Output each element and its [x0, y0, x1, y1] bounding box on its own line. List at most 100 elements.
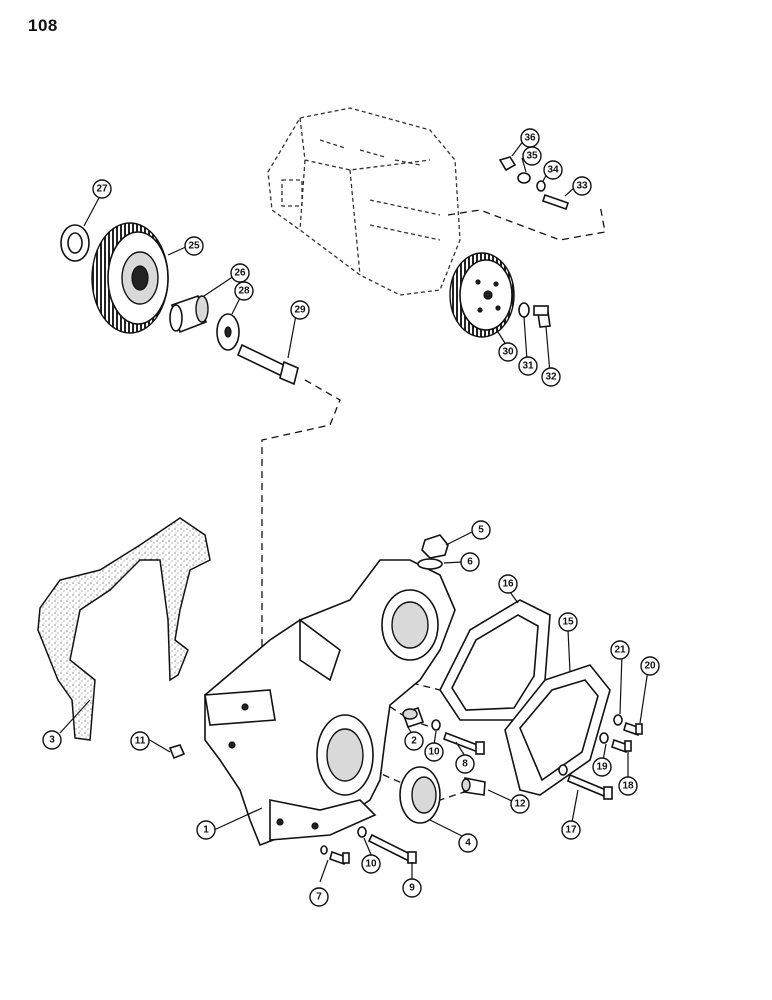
callout-1: 1	[196, 820, 216, 840]
part-18-bolt	[611, 738, 632, 754]
callout-36-label: 36	[524, 133, 536, 144]
callout-17-label: 17	[565, 825, 577, 836]
part-30-pump-gear	[449, 252, 515, 338]
callout-25: 25	[184, 236, 204, 256]
part-4-oil-seal	[399, 766, 441, 824]
callout-1-label: 1	[203, 825, 209, 836]
part-32-bolt	[533, 305, 551, 328]
callout-33: 33	[572, 176, 592, 196]
part-33-stud	[541, 193, 570, 211]
callout-3: 3	[42, 730, 62, 750]
callout-25-label: 25	[188, 241, 200, 252]
callout-4-label: 4	[465, 838, 471, 849]
callout-26-label: 26	[234, 268, 246, 279]
callout-17: 17	[561, 820, 581, 840]
callout-11-label: 11	[135, 736, 146, 747]
callout-20-label: 20	[644, 661, 656, 672]
part-8-bolt	[442, 731, 485, 755]
part-15-cover-plate	[504, 664, 611, 796]
callout-27: 27	[92, 179, 112, 199]
callout-10-upper: 10	[424, 742, 444, 762]
callout-19: 19	[592, 757, 612, 777]
callout-12: 12	[510, 794, 530, 814]
part-1-timing-gear-housing	[204, 559, 456, 847]
part-2-dowel	[401, 706, 425, 729]
callout-8-label: 8	[462, 759, 468, 770]
part-31-washer	[518, 302, 530, 318]
part-7-bolt	[320, 845, 350, 866]
callout-28-label: 28	[238, 286, 250, 297]
callout-21-label: 21	[614, 645, 626, 656]
callout-6: 6	[460, 552, 480, 572]
callout-10-lower: 10	[361, 854, 381, 874]
callout-2-label: 2	[411, 736, 417, 747]
callout-7-label: 7	[316, 892, 322, 903]
part-29-shaft-bolt	[236, 343, 299, 386]
part-17-bolt	[567, 773, 613, 800]
callout-30: 30	[498, 342, 518, 362]
part-19-washer	[558, 764, 568, 776]
callout-21: 21	[610, 640, 630, 660]
pump-to-stud-dashed-line	[447, 204, 606, 241]
part-5-cap	[421, 534, 449, 559]
callout-29: 29	[290, 300, 310, 320]
part-28-thrust-washer	[216, 313, 240, 351]
page-number: 108	[28, 16, 58, 35]
part-11-nut	[168, 744, 186, 760]
part-34-washer	[536, 180, 546, 192]
callout-27-label: 27	[96, 184, 108, 195]
callout-36: 36	[520, 128, 540, 148]
part-36-nut	[498, 156, 517, 172]
callout-18-label: 18	[622, 781, 634, 792]
part-6-gasket	[417, 558, 443, 570]
callout-12-label: 12	[514, 799, 526, 810]
part-19-washer-upper	[599, 732, 609, 744]
part-3-timing-cover-gasket	[37, 517, 211, 741]
callout-31-label: 31	[522, 361, 534, 372]
part-16-cover-gasket	[439, 599, 551, 721]
callout-29-label: 29	[294, 305, 306, 316]
callout-31: 31	[518, 356, 538, 376]
part-10-washer-lower	[357, 826, 367, 838]
callout-34-label: 34	[547, 165, 559, 176]
callout-15: 15	[558, 612, 578, 632]
callout-28: 28	[234, 281, 254, 301]
part-25-idler-gear	[91, 222, 169, 334]
part-26-bushing	[169, 294, 209, 334]
callout-18: 18	[618, 776, 638, 796]
callout-35: 35	[522, 146, 542, 166]
part-20-bolt	[623, 721, 643, 737]
callout-7: 7	[309, 887, 329, 907]
callout-8: 8	[455, 754, 475, 774]
callout-19-label: 19	[596, 762, 608, 773]
callout-34: 34	[543, 160, 563, 180]
part-21-washer	[613, 714, 623, 726]
callout-16: 16	[498, 574, 518, 594]
callout-26: 26	[230, 263, 250, 283]
callout-10-upper-label: 10	[428, 747, 440, 758]
callout-9-label: 9	[409, 883, 415, 894]
callout-4: 4	[458, 833, 478, 853]
callout-6-label: 6	[467, 557, 473, 568]
callout-15-label: 15	[562, 617, 574, 628]
callout-11: 11	[130, 731, 150, 751]
callout-32: 32	[541, 367, 561, 387]
callout-2: 2	[404, 731, 424, 751]
callout-32-label: 32	[545, 372, 557, 383]
callout-5-label: 5	[478, 525, 484, 536]
part-10-washer	[431, 719, 441, 731]
callout-30-label: 30	[502, 347, 514, 358]
callout-35-label: 35	[526, 151, 538, 162]
injection-pump-outline	[267, 107, 461, 296]
part-27-washer	[60, 224, 90, 262]
callout-3-label: 3	[49, 735, 55, 746]
part-35-lockwasher	[517, 172, 531, 184]
callout-33-label: 33	[576, 181, 588, 192]
callout-10-lower-label: 10	[365, 859, 377, 870]
leader-lines	[59, 139, 649, 883]
callout-9: 9	[402, 878, 422, 898]
part-12-dowel	[461, 777, 486, 796]
callout-20: 20	[640, 656, 660, 676]
callout-16-label: 16	[502, 579, 514, 590]
